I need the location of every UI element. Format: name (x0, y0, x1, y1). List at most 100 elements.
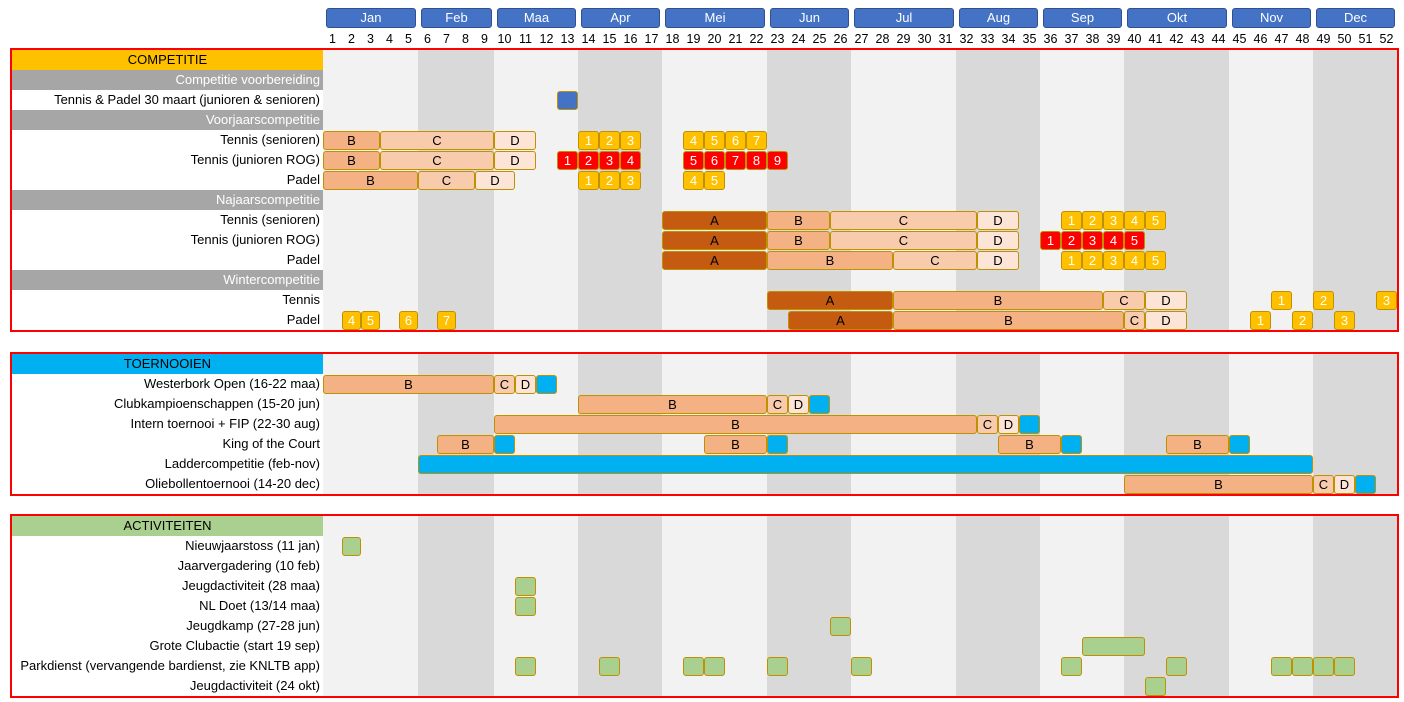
schedule-bar-a[interactable]: A (788, 311, 893, 330)
schedule-bar-d[interactable]: D (515, 375, 536, 394)
schedule-bar-5[interactable]: 5 (704, 131, 725, 150)
schedule-bar-b[interactable]: B (767, 211, 830, 230)
schedule-bar-d[interactable]: D (977, 231, 1019, 250)
schedule-bar-c[interactable]: C (494, 375, 515, 394)
schedule-bar-b[interactable]: B (494, 415, 977, 434)
activity-marker[interactable] (830, 617, 851, 636)
activity-marker[interactable] (1271, 657, 1292, 676)
activity-marker[interactable] (342, 537, 361, 556)
tournament-final-marker[interactable] (1229, 435, 1250, 454)
schedule-bar-c[interactable]: C (830, 231, 977, 250)
schedule-bar-d[interactable]: D (475, 171, 515, 190)
tournament-final-marker[interactable] (1061, 435, 1082, 454)
schedule-bar-a[interactable]: A (662, 251, 767, 270)
schedule-bar-2[interactable]: 2 (599, 171, 620, 190)
activity-marker[interactable] (515, 657, 536, 676)
schedule-bar-d[interactable]: D (1145, 291, 1187, 310)
schedule-bar-5[interactable]: 5 (1145, 211, 1166, 230)
schedule-bar-2[interactable]: 2 (578, 151, 599, 170)
schedule-bar-6[interactable]: 6 (399, 311, 418, 330)
schedule-bar-4[interactable]: 4 (1103, 231, 1124, 250)
schedule-bar-3[interactable]: 3 (599, 151, 620, 170)
schedule-bar-5[interactable]: 5 (683, 151, 704, 170)
schedule-bar-a[interactable]: A (767, 291, 893, 310)
schedule-bar-b[interactable]: B (437, 435, 494, 454)
schedule-bar-b[interactable]: B (323, 151, 380, 170)
schedule-bar-2[interactable]: 2 (1082, 211, 1103, 230)
schedule-bar-1[interactable]: 1 (1040, 231, 1061, 250)
schedule-bar-b[interactable]: B (578, 395, 767, 414)
schedule-bar-c[interactable]: C (977, 415, 998, 434)
schedule-bar-d[interactable]: D (494, 151, 536, 170)
schedule-bar-b[interactable]: B (767, 231, 830, 250)
schedule-bar-1[interactable]: 1 (578, 131, 599, 150)
schedule-bar-5[interactable]: 5 (704, 171, 725, 190)
schedule-bar-b[interactable]: B (767, 251, 893, 270)
schedule-bar-2[interactable]: 2 (1313, 291, 1334, 310)
tournament-final-marker[interactable] (418, 455, 1313, 474)
activity-marker[interactable] (767, 657, 788, 676)
schedule-bar-c[interactable]: C (380, 131, 494, 150)
schedule-bar-2[interactable]: 2 (1082, 251, 1103, 270)
schedule-bar-c[interactable]: C (380, 151, 494, 170)
schedule-bar-4[interactable]: 4 (683, 171, 704, 190)
schedule-bar-5[interactable]: 5 (1124, 231, 1145, 250)
schedule-bar-c[interactable]: C (1313, 475, 1334, 494)
schedule-bar-8[interactable]: 8 (746, 151, 767, 170)
tournament-final-marker[interactable] (494, 435, 515, 454)
tournament-final-marker[interactable] (809, 395, 830, 414)
schedule-bar-5[interactable]: 5 (361, 311, 380, 330)
schedule-bar-3[interactable]: 3 (620, 171, 641, 190)
schedule-bar-b[interactable]: B (998, 435, 1061, 454)
schedule-bar-6[interactable]: 6 (704, 151, 725, 170)
schedule-bar-1[interactable]: 1 (1271, 291, 1292, 310)
schedule-bar-d[interactable]: D (1334, 475, 1355, 494)
schedule-bar-3[interactable]: 3 (1082, 231, 1103, 250)
tournament-final-marker[interactable] (536, 375, 557, 394)
tournament-final-marker[interactable] (1019, 415, 1040, 434)
schedule-bar-d[interactable]: D (998, 415, 1019, 434)
activity-marker[interactable] (851, 657, 872, 676)
schedule-bar-5[interactable]: 5 (1145, 251, 1166, 270)
activity-marker[interactable] (515, 597, 536, 616)
schedule-bar-3[interactable]: 3 (1103, 211, 1124, 230)
schedule-bar-c[interactable]: C (893, 251, 977, 270)
schedule-bar-4[interactable]: 4 (342, 311, 361, 330)
schedule-bar-c[interactable]: C (830, 211, 977, 230)
schedule-bar-d[interactable]: D (494, 131, 536, 150)
schedule-bar-d[interactable]: D (977, 251, 1019, 270)
activity-marker[interactable] (1145, 677, 1166, 696)
activity-marker[interactable] (1061, 657, 1082, 676)
activity-marker[interactable] (1313, 657, 1334, 676)
schedule-bar-7[interactable]: 7 (725, 151, 746, 170)
schedule-bar-3[interactable]: 3 (1334, 311, 1355, 330)
activity-marker[interactable] (1166, 657, 1187, 676)
activity-marker[interactable] (599, 657, 620, 676)
schedule-bar-3[interactable]: 3 (1103, 251, 1124, 270)
schedule-bar-1[interactable]: 1 (1061, 211, 1082, 230)
schedule-bar-d[interactable]: D (788, 395, 809, 414)
schedule-bar-b[interactable]: B (323, 131, 380, 150)
schedule-bar-a[interactable]: A (662, 211, 767, 230)
schedule-bar-4[interactable]: 4 (1124, 211, 1145, 230)
schedule-bar-1[interactable]: 1 (578, 171, 599, 190)
schedule-bar-b[interactable]: B (893, 291, 1103, 310)
schedule-bar-4[interactable]: 4 (683, 131, 704, 150)
activity-marker[interactable] (1334, 657, 1355, 676)
schedule-bar-1[interactable]: 1 (1250, 311, 1271, 330)
activity-marker[interactable] (704, 657, 725, 676)
schedule-bar-1[interactable]: 1 (1061, 251, 1082, 270)
schedule-bar-2[interactable]: 2 (1061, 231, 1082, 250)
schedule-bar-b[interactable]: B (323, 171, 418, 190)
schedule-bar-b[interactable]: B (1124, 475, 1313, 494)
schedule-bar-3[interactable]: 3 (1376, 291, 1397, 310)
activity-marker[interactable] (1082, 637, 1145, 656)
schedule-bar-b[interactable]: B (1166, 435, 1229, 454)
tournament-final-marker[interactable] (767, 435, 788, 454)
schedule-bar-c[interactable]: C (418, 171, 475, 190)
schedule-bar-b[interactable]: B (893, 311, 1124, 330)
schedule-bar-b[interactable]: B (704, 435, 767, 454)
schedule-bar-6[interactable]: 6 (725, 131, 746, 150)
event-marker[interactable] (557, 91, 578, 110)
schedule-bar-2[interactable]: 2 (599, 131, 620, 150)
